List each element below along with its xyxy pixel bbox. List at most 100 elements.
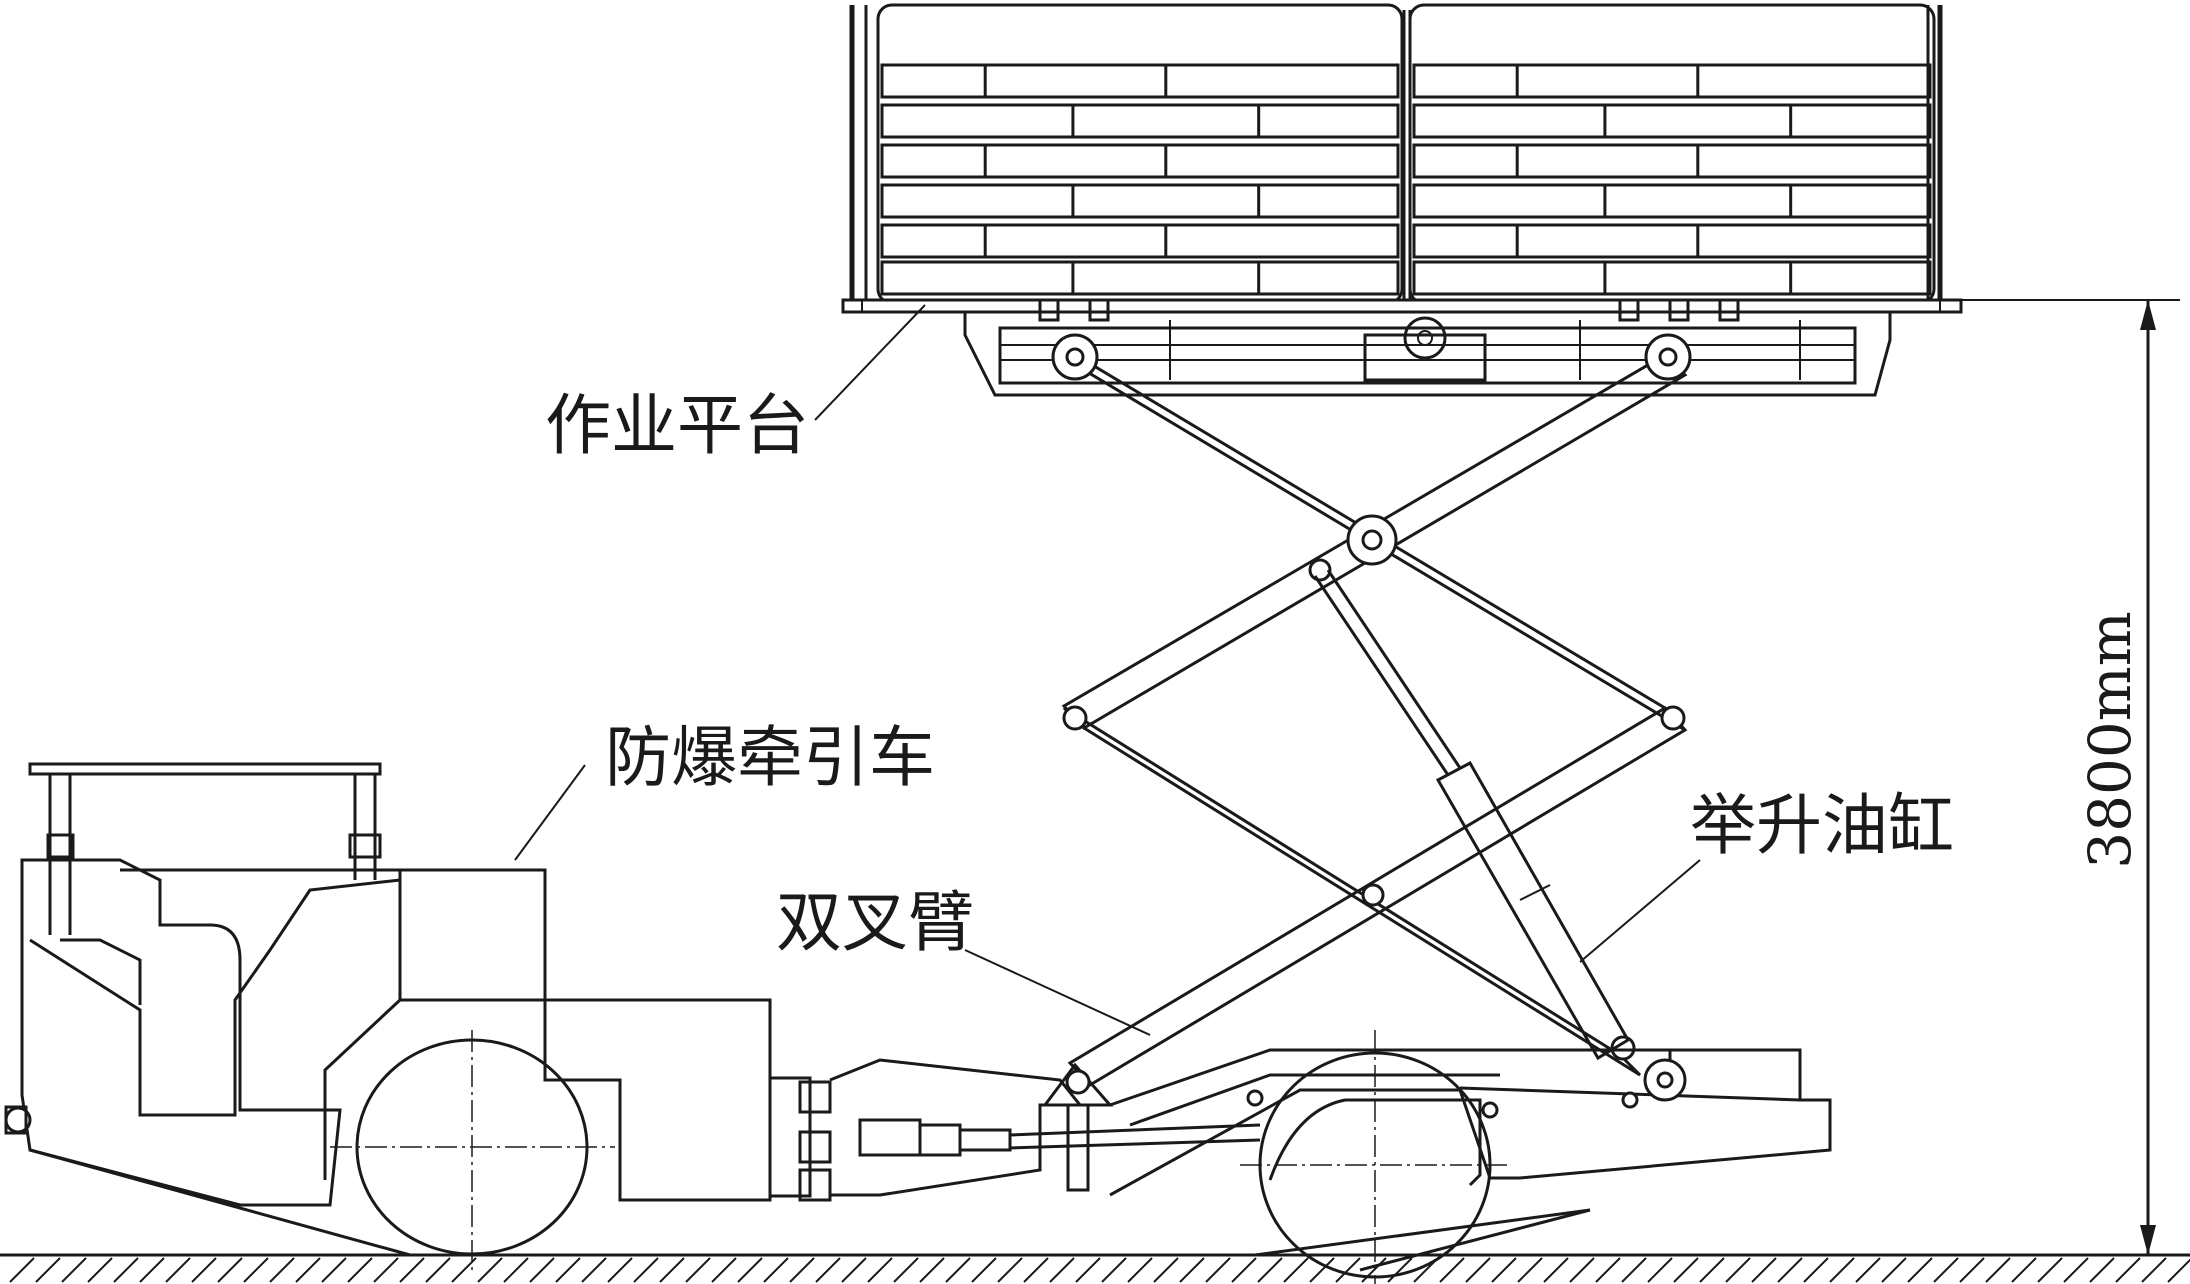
rail-brick-row: [880, 143, 1400, 179]
ground-hatch-line: [1803, 1257, 1829, 1283]
ground-hatch-line: [139, 1257, 165, 1283]
scissor-arms: [1051, 333, 1692, 1087]
ground-hatch-line: [2037, 1257, 2063, 1283]
ground-hatch-line: [633, 1257, 659, 1283]
rail-brick-row: [880, 63, 1400, 99]
ground-hatch-line: [1621, 1257, 1647, 1283]
ground-hatch-line: [1855, 1257, 1881, 1283]
ground-hatch-line: [477, 1257, 503, 1283]
ground-hatch-line: [1647, 1257, 1673, 1283]
leader-lines: [514, 304, 1701, 1036]
ground-hatch-line: [399, 1257, 425, 1283]
lift-cylinder: [1313, 569, 1631, 1061]
ground-hatch-line: [529, 1257, 555, 1283]
ground-hatch-line: [2063, 1257, 2089, 1283]
ground-hatch-line: [1985, 1257, 2011, 1283]
ground-hatch-line: [1517, 1257, 1543, 1283]
label-lift-cylinder: 举升油缸: [1690, 787, 1954, 864]
ground-hatch-line: [1309, 1257, 1335, 1283]
rail-brick-row: [880, 223, 1400, 259]
ground-hatch-line: [1543, 1257, 1569, 1283]
height-dimension: 3800mm: [1880, 299, 2180, 1255]
ground-hatch-line: [1465, 1257, 1491, 1283]
ground-hatch-line: [2167, 1258, 2190, 1283]
ground-hatch-line: [503, 1257, 529, 1283]
label-tractor: 防爆牵引车: [605, 719, 935, 796]
ground-hatch-line: [425, 1257, 451, 1283]
rail-brick-row: [1412, 260, 1932, 296]
ground-hatch-line: [1283, 1257, 1309, 1283]
tractor-body: [4, 762, 772, 1270]
ground-hatch-line: [581, 1257, 607, 1283]
ground-hatch-line: [607, 1257, 633, 1283]
rail-brick-row: [880, 260, 1400, 296]
rail-brick-row: [1412, 63, 1932, 99]
ground-hatch-line: [1439, 1257, 1465, 1283]
ground-hatch-line: [1777, 1257, 1803, 1283]
ground-hatch-line: [1569, 1257, 1595, 1283]
ground-hatch-line: [789, 1257, 815, 1283]
ground-hatch-line: [295, 1257, 321, 1283]
ground-hatch-line: [2089, 1257, 2115, 1283]
ground-hatch-line: [243, 1257, 269, 1283]
ground-hatch-line: [1881, 1257, 1907, 1283]
ground-hatch-line: [2141, 1257, 2167, 1283]
ground-hatch-line: [919, 1257, 945, 1283]
ground-hatch-line: [1933, 1257, 1959, 1283]
rail-brick-row: [1412, 143, 1932, 179]
ground-hatch-line: [113, 1257, 139, 1283]
ground-hatch-line: [2011, 1257, 2037, 1283]
rail-brick-row: [1412, 223, 1932, 259]
ground-hatch-line: [1205, 1257, 1231, 1283]
ground-hatch-line: [217, 1257, 243, 1283]
label-double-fork-arm: 双叉臂: [776, 884, 974, 961]
ground-hatch-line: [1075, 1257, 1101, 1283]
rail-brick-row: [880, 183, 1400, 219]
label-work-platform: 作业平台: [545, 387, 809, 464]
ground-hatch-line: [1127, 1257, 1153, 1283]
ground-hatch-line: [737, 1257, 763, 1283]
ground-hatch-line: [269, 1257, 295, 1283]
ground-hatch-line: [1751, 1257, 1777, 1283]
ground-hatch-line: [1829, 1257, 1855, 1283]
ground-hatch-line: [867, 1257, 893, 1283]
ground-hatch-line: [1257, 1257, 1283, 1283]
ground-hatch-line: [61, 1257, 87, 1283]
ground-hatch-line: [2115, 1257, 2141, 1283]
ground-hatch-line: [685, 1257, 711, 1283]
rail-brick-row: [1412, 103, 1932, 139]
ground-hatch-line: [9, 1257, 35, 1283]
ground-hatch-line: [373, 1257, 399, 1283]
ground-hatch-line: [1335, 1257, 1361, 1283]
ground-hatch-line: [1725, 1257, 1751, 1283]
height-dimension-text: 3800mm: [2076, 611, 2144, 869]
ground-hatch-line: [1491, 1257, 1517, 1283]
ground-hatch-line: [165, 1257, 191, 1283]
work-platform: [841, 3, 1963, 397]
ground: [0, 1253, 2190, 1283]
ground-hatch-line: [815, 1257, 841, 1283]
ground-hatch-line: [1153, 1257, 1179, 1283]
ground-hatch-line: [321, 1257, 347, 1283]
ground-hatch-line: [555, 1257, 581, 1283]
ground-hatch-line: [1049, 1257, 1075, 1283]
ground-hatch-line: [841, 1257, 867, 1283]
ground-hatch-line: [1387, 1257, 1413, 1283]
ground-hatch-line: [763, 1257, 789, 1283]
ground-hatch-line: [1673, 1257, 1699, 1283]
ground-hatch-line: [1023, 1257, 1049, 1283]
ground-hatch-line: [893, 1257, 919, 1283]
ground-hatch-line: [35, 1257, 61, 1283]
ground-hatch-line: [1907, 1257, 1933, 1283]
ground-hatch-line: [1699, 1257, 1725, 1283]
ground-hatch-line: [1959, 1257, 1985, 1283]
ground-hatch-line: [971, 1257, 997, 1283]
hitch-assembly: [768, 1058, 1261, 1202]
ground-hatch-line: [997, 1257, 1023, 1283]
rail-brick-row: [1412, 183, 1932, 219]
ground-hatch-line: [87, 1257, 113, 1283]
ground-hatch-line: [1101, 1257, 1127, 1283]
ground-hatch-line: [1595, 1257, 1621, 1283]
ground-hatch-line: [1231, 1257, 1257, 1283]
